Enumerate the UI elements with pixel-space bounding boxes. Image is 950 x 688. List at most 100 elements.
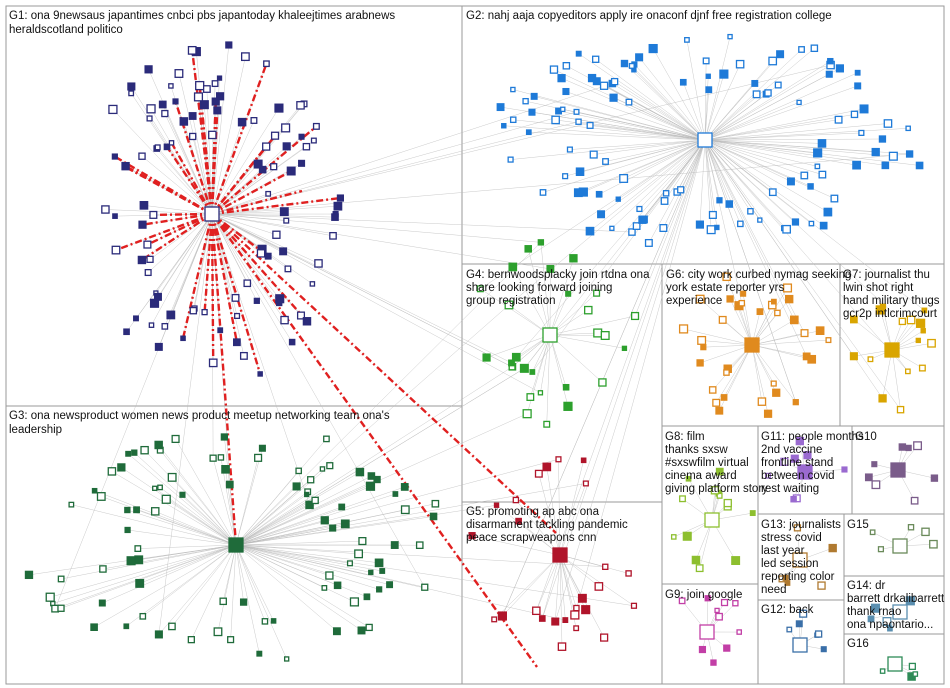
node-g3[interactable] (140, 445, 149, 455)
node-g11[interactable] (764, 472, 771, 479)
node-g1[interactable] (172, 98, 179, 105)
node-g16[interactable] (912, 671, 919, 677)
node-g3[interactable] (152, 485, 158, 491)
node-g1[interactable] (111, 245, 121, 255)
node-g7[interactable] (927, 338, 936, 348)
node-g12[interactable] (795, 620, 803, 628)
node-g1[interactable] (193, 92, 204, 102)
node-g1[interactable] (250, 117, 258, 124)
node-g3[interactable] (373, 475, 381, 484)
node-g3[interactable] (57, 575, 65, 583)
node-g2[interactable] (878, 135, 887, 143)
node-g6[interactable] (756, 308, 764, 316)
node-g8[interactable] (691, 555, 701, 565)
node-g2[interactable] (597, 210, 606, 219)
node-g14[interactable] (887, 625, 893, 632)
node-g2[interactable] (510, 86, 516, 93)
node-g3[interactable] (400, 483, 409, 491)
node-g5[interactable] (551, 617, 560, 626)
node-g9[interactable] (736, 629, 742, 635)
hub-node-g5[interactable] (552, 547, 568, 563)
node-g1[interactable] (168, 83, 174, 89)
node-g2[interactable] (660, 197, 669, 205)
node-g2[interactable] (620, 59, 629, 68)
node-g3[interactable] (379, 568, 386, 574)
node-g1[interactable] (101, 205, 110, 214)
node-g1[interactable] (298, 159, 306, 167)
node-g2[interactable] (757, 217, 763, 223)
node-g9[interactable] (715, 612, 723, 621)
node-g2[interactable] (659, 224, 668, 233)
node-g10[interactable] (871, 461, 878, 468)
node-g10[interactable] (913, 441, 923, 451)
node-g5[interactable] (580, 457, 587, 464)
node-g1[interactable] (279, 247, 288, 256)
node-g1[interactable] (329, 231, 337, 240)
node-g2[interactable] (776, 50, 785, 59)
node-g12[interactable] (814, 630, 823, 638)
node-g2[interactable] (551, 115, 560, 125)
node-g2[interactable] (823, 207, 833, 217)
node-g1[interactable] (286, 166, 296, 176)
node-g7[interactable] (875, 305, 885, 315)
node-g12[interactable] (799, 609, 808, 618)
node-g2[interactable] (557, 74, 566, 83)
node-g1[interactable] (208, 358, 218, 368)
hub-node-g2[interactable] (697, 132, 713, 148)
node-g8[interactable] (723, 498, 732, 508)
node-g1[interactable] (187, 45, 197, 55)
node-g2[interactable] (835, 64, 844, 73)
node-g1[interactable] (281, 123, 291, 133)
node-g1[interactable] (296, 101, 305, 110)
node-g8[interactable] (731, 556, 741, 566)
node-g3[interactable] (307, 476, 315, 484)
node-g9[interactable] (714, 607, 720, 614)
node-g3[interactable] (354, 549, 364, 559)
node-g4[interactable] (562, 383, 570, 391)
node-g2[interactable] (609, 225, 615, 231)
node-g3[interactable] (304, 491, 310, 498)
node-g1[interactable] (143, 240, 152, 249)
node-g2[interactable] (705, 86, 713, 94)
node-g2[interactable] (819, 221, 828, 230)
node-g3[interactable] (365, 481, 376, 491)
node-g2[interactable] (825, 70, 833, 78)
node-g7[interactable] (896, 405, 905, 414)
node-g13[interactable] (793, 524, 802, 532)
node-g3[interactable] (131, 449, 138, 456)
node-g2[interactable] (725, 200, 734, 208)
node-g9[interactable] (710, 659, 717, 666)
node-g3[interactable] (340, 519, 350, 529)
node-g1[interactable] (258, 165, 267, 174)
hub-node-g16[interactable] (887, 656, 903, 672)
node-g2[interactable] (632, 222, 641, 230)
node-g1[interactable] (253, 159, 263, 169)
node-g2[interactable] (573, 108, 580, 115)
node-g7[interactable] (920, 328, 926, 334)
node-g2[interactable] (854, 82, 862, 90)
node-g4[interactable] (600, 331, 610, 341)
node-g2[interactable] (619, 174, 629, 183)
node-g3[interactable] (139, 612, 147, 620)
node-g1[interactable] (161, 109, 169, 118)
node-g3[interactable] (57, 604, 65, 612)
node-g4[interactable] (537, 239, 545, 246)
node-g2[interactable] (610, 77, 619, 86)
node-g2[interactable] (507, 156, 514, 163)
node-g1[interactable] (121, 161, 130, 171)
node-g1[interactable] (211, 97, 220, 106)
node-g11[interactable] (780, 457, 789, 466)
node-g10[interactable] (930, 474, 939, 482)
node-g2[interactable] (578, 187, 588, 197)
node-g15[interactable] (921, 527, 930, 537)
node-g4[interactable] (593, 328, 603, 338)
node-g3[interactable] (295, 467, 302, 475)
node-g6[interactable] (738, 299, 746, 307)
node-g3[interactable] (311, 496, 319, 505)
node-g2[interactable] (883, 119, 893, 128)
node-g2[interactable] (530, 92, 538, 100)
node-g3[interactable] (123, 623, 130, 630)
node-g2[interactable] (708, 210, 717, 219)
node-g5[interactable] (491, 616, 498, 623)
node-g2[interactable] (716, 197, 723, 204)
